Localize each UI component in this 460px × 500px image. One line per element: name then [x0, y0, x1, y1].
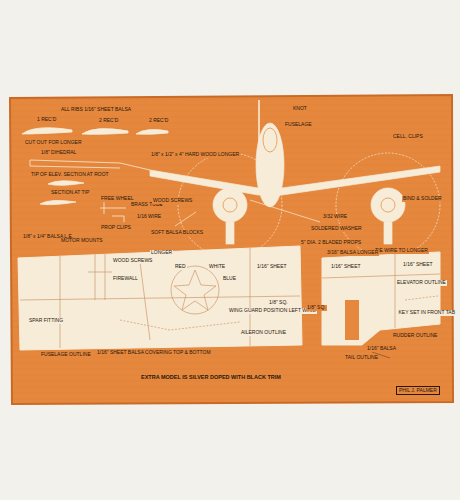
part-label: KEY SET IN FRONT TAB — [398, 310, 457, 316]
part-label: WING GUARD POSITION LEFT WING — [228, 308, 317, 314]
part-label: 1/8" x 1/2" x 4" HARD WOOD LONGER — [150, 152, 240, 158]
fuselage-plan — [18, 246, 302, 350]
part-label: BIND & SOLDER — [402, 196, 443, 202]
part-label: 1/16" SHEET — [256, 264, 288, 270]
paper-grain — [10, 95, 453, 404]
caption: EXTRA MODEL IS SILVER DOPED WITH BLACK T… — [140, 374, 282, 380]
part-label: CELL. CLIPS — [392, 134, 424, 140]
part-label: 2 REC'D — [148, 118, 169, 124]
part-label: ALL RIBS 1/16" SHEET BALSA — [60, 107, 132, 113]
part-label: RED — [174, 264, 187, 270]
part-label: SPAR FITTING — [28, 318, 64, 324]
part-label: 3/16" BALSA LONGER — [326, 250, 379, 256]
part-label: FUSELAGE OUTLINE — [40, 352, 92, 358]
part-label: FIREWALL — [112, 276, 139, 282]
part-label: 1/8" SQ. — [306, 305, 327, 311]
part-label: PROP CLIPS — [100, 225, 132, 231]
wing-ribs — [22, 128, 168, 222]
part-label: LONGER — [150, 250, 173, 256]
part-label: ELEVATOR OUTLINE — [396, 280, 447, 286]
signature: PHIL J. PALMER — [396, 386, 440, 395]
part-label: 1/16" SHEET — [330, 264, 362, 270]
part-label: WOOD SCREWS — [112, 258, 153, 264]
paper-sheet — [10, 95, 453, 404]
tail-plan — [322, 252, 440, 345]
part-label: SECTION AT TIP — [50, 190, 90, 196]
part-label: 1/16 WIRE — [136, 214, 162, 220]
paper-edge — [10, 95, 453, 404]
part-label: MOTOR MOUNTS — [60, 238, 104, 244]
part-label: SOFT BALSA BLOCKS — [150, 230, 204, 236]
part-label: 5" DIA. 2 BLADED PROPS — [300, 240, 362, 246]
part-label: 1/16" SHEET BALSA COVERING TOP & BOTTOM — [96, 350, 212, 356]
part-label: TIE WIRE TO LONGER — [374, 248, 429, 254]
part-label: KNOT — [292, 106, 308, 112]
front-view — [150, 100, 440, 257]
part-label: TAIL OUTLINE — [344, 355, 379, 361]
part-label: 3/32 WIRE — [322, 214, 348, 220]
part-label: 1/16" SHEET — [402, 262, 434, 268]
part-label: 2 REC'D — [98, 118, 119, 124]
part-label: FREE WHEEL — [100, 196, 135, 202]
part-label: CUT OUT FOR LONGER — [24, 140, 83, 146]
part-label: 1/8" DIHEDRAL — [40, 150, 77, 156]
part-label: 1 REC'D — [36, 117, 57, 123]
part-label: RUDDER OUTLINE — [392, 333, 438, 339]
part-label: FUSELAGE — [284, 122, 313, 128]
part-label: 1/8" SQ. — [268, 300, 289, 306]
part-label: 1/16" BALSA — [366, 346, 397, 352]
part-label: SOLDERED WASHER — [310, 226, 363, 232]
part-label: TIP OF ELEV. SECTION AT ROOT — [30, 172, 110, 178]
part-label: WHITE — [208, 264, 226, 270]
part-label: BLUE — [222, 276, 237, 282]
part-label: AILERON OUTLINE — [240, 330, 287, 336]
part-label: WOOD SCREWS — [152, 198, 193, 204]
